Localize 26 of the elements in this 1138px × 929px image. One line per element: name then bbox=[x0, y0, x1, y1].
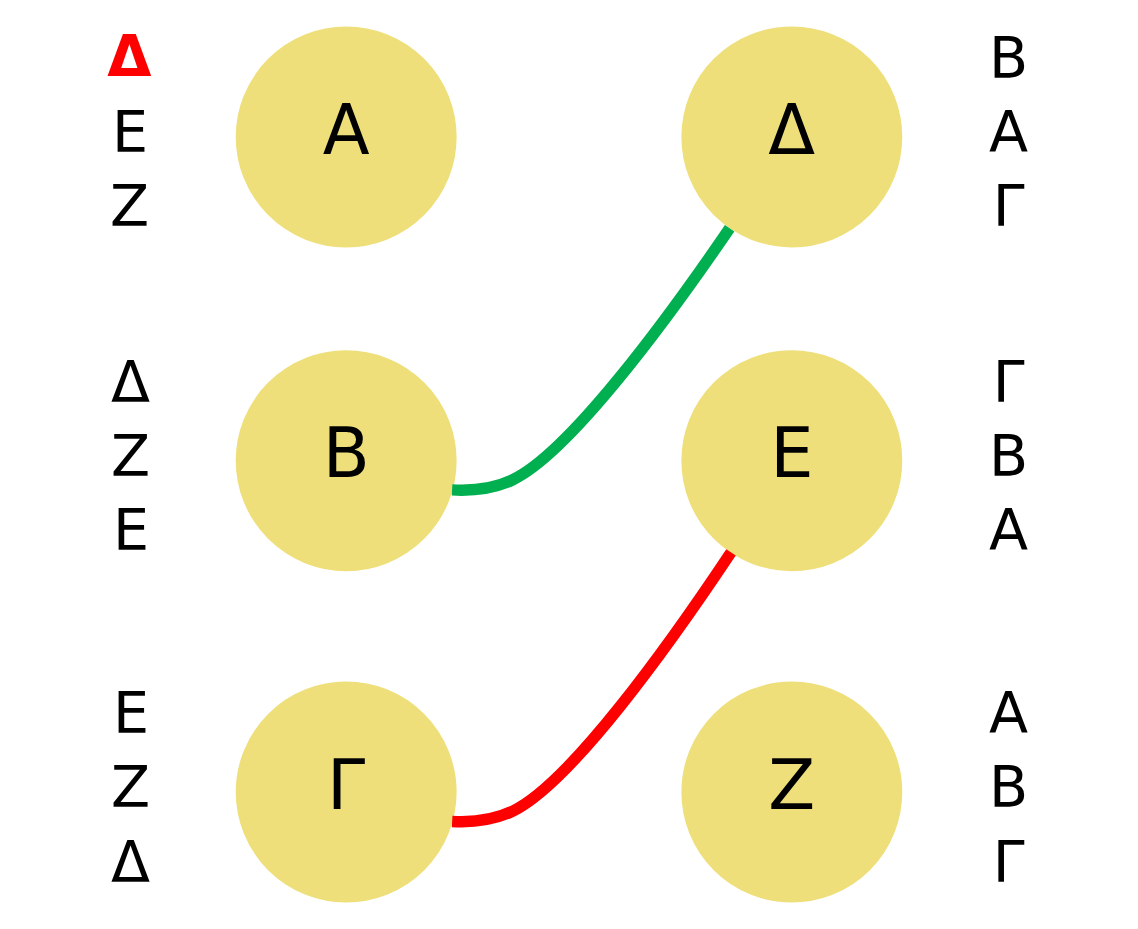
node-label: Ζ bbox=[110, 422, 151, 489]
node-label: Δ bbox=[107, 23, 152, 89]
node-label: Β bbox=[988, 754, 1029, 821]
node-label: Ε bbox=[112, 497, 149, 564]
node-label: Ζ bbox=[110, 173, 150, 240]
node-label: Δ bbox=[110, 828, 151, 895]
node-circle: Γ bbox=[235, 681, 457, 903]
node-label: Γ bbox=[992, 173, 1025, 240]
node-circle: Β bbox=[235, 350, 457, 572]
node-label: Β bbox=[988, 422, 1029, 489]
node-label: Α bbox=[988, 497, 1029, 564]
node-circle: Ε bbox=[681, 350, 903, 572]
node-label: Ε bbox=[112, 680, 149, 747]
node-label: Α bbox=[988, 99, 1029, 166]
node-circle: Δ bbox=[681, 26, 903, 248]
connector bbox=[451, 549, 736, 828]
node-label: Γ bbox=[992, 348, 1025, 415]
node-label: Α bbox=[988, 680, 1029, 747]
node-label: Ε bbox=[111, 99, 149, 166]
node-label: Γ bbox=[992, 828, 1025, 895]
node-label: Δ bbox=[110, 348, 151, 415]
node-label: Β bbox=[988, 24, 1029, 91]
node-circle: Α bbox=[235, 26, 457, 248]
node-label: Ζ bbox=[110, 754, 151, 821]
node-circle: Ζ bbox=[681, 681, 903, 903]
connector bbox=[451, 225, 735, 496]
